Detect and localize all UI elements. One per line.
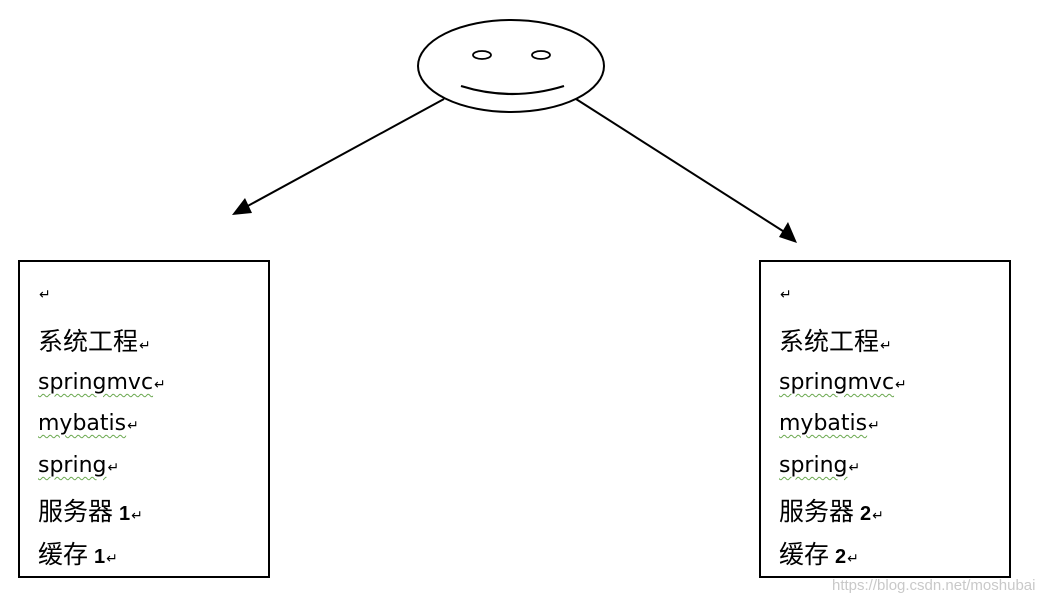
server-number: 2 bbox=[860, 503, 872, 525]
arrow-line-left bbox=[243, 98, 445, 209]
cache-label: 缓存 bbox=[38, 540, 89, 569]
system-line: 系统工程↵ bbox=[38, 329, 151, 354]
watermark-url: https://blog.csdn.net/moshubai bbox=[832, 577, 1036, 594]
smiley-face-icon bbox=[417, 19, 605, 113]
left-eye bbox=[472, 50, 492, 60]
spring-line: spring↵ bbox=[38, 455, 119, 477]
framework-mvc-label: springmvc bbox=[779, 370, 895, 395]
framework-mvc-label: springmvc bbox=[38, 370, 154, 395]
springmvc-line: springmvc↵ bbox=[779, 372, 907, 394]
paragraph-mark: ↵ bbox=[127, 418, 139, 434]
mybatis-line: mybatis↵ bbox=[38, 413, 139, 435]
paragraph-mark: ↵ bbox=[847, 551, 859, 567]
framework-core-label: spring bbox=[38, 453, 107, 478]
paragraph-mark: ↵ bbox=[880, 338, 892, 354]
server-label: 服务器 bbox=[779, 497, 855, 526]
paragraph-mark: ↵ bbox=[106, 551, 118, 567]
framework-orm-label: mybatis bbox=[779, 411, 868, 436]
framework-orm-label: mybatis bbox=[38, 411, 127, 436]
right-eye bbox=[531, 50, 551, 60]
mouth bbox=[460, 84, 565, 96]
springmvc-line: springmvc↵ bbox=[38, 372, 166, 394]
paragraph-mark: ↵ bbox=[139, 338, 151, 354]
spring-line: spring↵ bbox=[779, 455, 860, 477]
arrowhead-icon bbox=[232, 198, 252, 215]
empty-line: ↵ bbox=[38, 286, 51, 302]
paragraph-mark: ↵ bbox=[39, 287, 51, 303]
server-label: 服务器 bbox=[38, 497, 114, 526]
server-number: 1 bbox=[119, 503, 131, 525]
paragraph-mark: ↵ bbox=[131, 508, 143, 524]
paragraph-mark: ↵ bbox=[107, 460, 120, 476]
paragraph-mark: ↵ bbox=[895, 377, 907, 393]
framework-core-label: spring bbox=[779, 453, 848, 478]
arrowhead-icon bbox=[779, 222, 797, 243]
paragraph-mark: ↵ bbox=[868, 418, 880, 434]
cache-number: 1 bbox=[94, 546, 106, 568]
system-label: 系统工程 bbox=[779, 327, 880, 356]
paragraph-mark: ↵ bbox=[848, 460, 861, 476]
face-outline bbox=[417, 19, 605, 113]
paragraph-mark: ↵ bbox=[154, 377, 166, 393]
paragraph-mark: ↵ bbox=[872, 508, 884, 524]
arrow-line-right bbox=[575, 98, 787, 234]
cache-label: 缓存 bbox=[779, 540, 830, 569]
cache-number: 2 bbox=[835, 546, 847, 568]
mybatis-line: mybatis↵ bbox=[779, 413, 880, 435]
paragraph-mark: ↵ bbox=[780, 287, 792, 303]
system-label: 系统工程 bbox=[38, 327, 139, 356]
empty-line: ↵ bbox=[779, 286, 792, 302]
system-line: 系统工程↵ bbox=[779, 329, 892, 354]
